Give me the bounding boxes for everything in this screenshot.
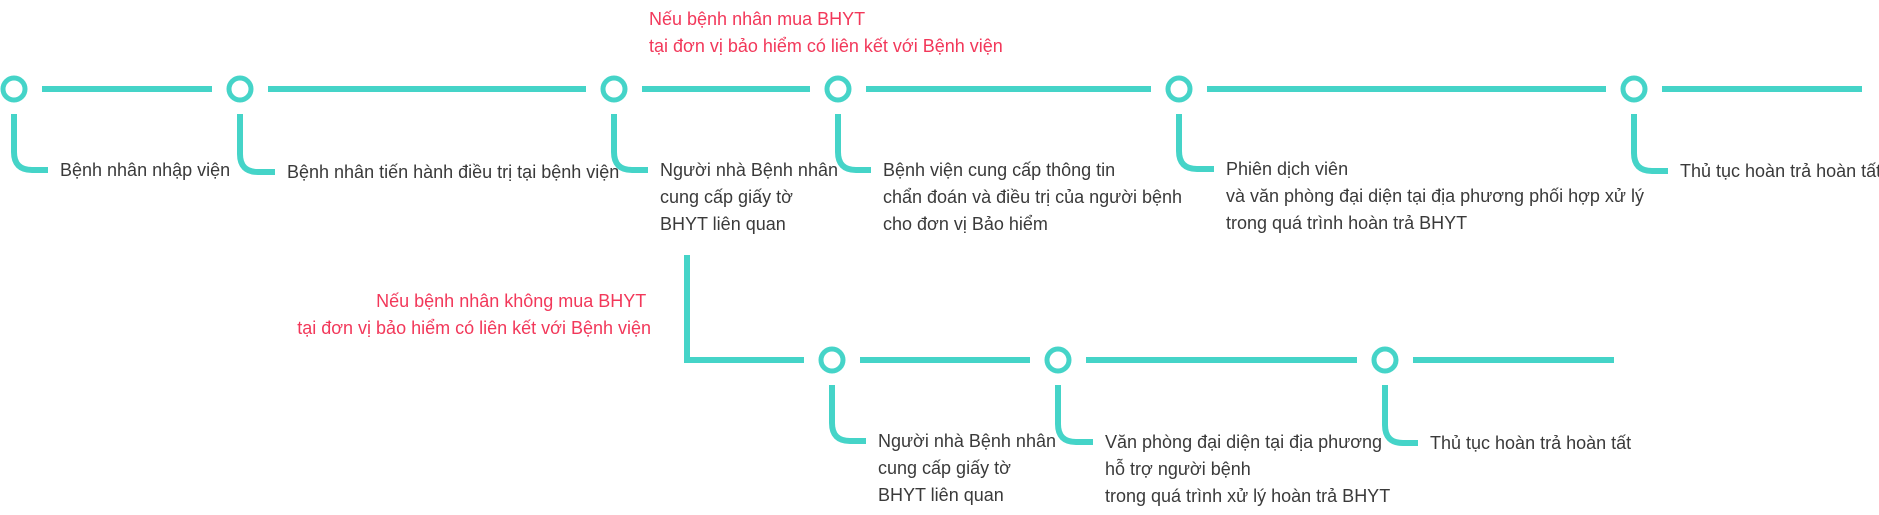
main-step-5-label-line: trong quá trình hoàn trả BHYT [1226,213,1467,233]
branch-step-3-hook [1382,385,1418,446]
branch-step-3-node [1371,346,1399,374]
main-step-3-label: Người nhà Bệnh nhân cung cấp giấy tờ BHYT … [660,160,838,234]
main-step-1-label: Bệnh nhân nhập viện [60,160,230,180]
main-step-1-node [0,75,28,103]
branch-step-2-hook [1055,385,1093,445]
branch-step-1-label: Người nhà Bệnh nhân cung cấp giấy tờ BHYT … [878,431,1056,505]
main-step-2-label-line: Bệnh nhân tiến hành điều trị tại bệnh vi… [287,162,619,182]
condition-bottom-line: Nếu bệnh nhân không mua BHYT [376,291,646,311]
branch-step-1-label-line: Người nhà Bệnh nhân [878,431,1056,451]
main-step-4-label: Bệnh viện cung cấp thông tin chẩn đoán và… [883,160,1182,234]
branch-step-1-label-line: BHYT liên quan [878,485,1004,505]
branch-step-2-label: Văn phòng đại diện tại địa phương hỗ trợ … [1105,432,1390,506]
main-step-2-hook [237,114,275,175]
main-step-5-node [1165,75,1193,103]
condition-top-label: Nếu bệnh nhân mua BHYT tại đơn vị bảo hi… [649,9,1003,56]
branch-step-2-label-line: Văn phòng đại diện tại địa phương [1105,432,1382,452]
condition-top-line: Nếu bệnh nhân mua BHYT [649,9,865,29]
condition-bottom-label: Nếu bệnh nhân không mua BHYT tại đơn vị … [297,291,651,338]
main-step-6-label-line: Thủ tục hoàn trả hoàn tất [1680,161,1879,181]
branch-connector [684,255,804,363]
step-nodes [0,75,1648,374]
branch-step-2-label-line: trong quá trình xử lý hoàn trả BHYT [1105,486,1390,506]
main-step-2-label: Bệnh nhân tiến hành điều trị tại bệnh vi… [287,162,619,182]
main-step-2-node [226,75,254,103]
main-step-3-hook [611,114,648,173]
branch-step-2-label-line: hỗ trợ người bệnh [1105,458,1251,479]
main-step-5-hook [1176,114,1214,172]
main-step-3-label-line: BHYT liên quan [660,214,786,234]
branch-step-3-label-line: Thủ tục hoàn trả hoàn tất [1430,433,1631,453]
main-step-3-label-line: cung cấp giấy tờ [660,187,793,207]
main-step-1-label-line: Bệnh nhân nhập viện [60,160,230,180]
branch-step-3-label: Thủ tục hoàn trả hoàn tất [1430,433,1631,453]
main-step-3-label-line: Người nhà Bệnh nhân [660,160,838,180]
main-step-4-label-line: cho đơn vị Bảo hiểm [883,214,1048,234]
branch-step-2-node [1044,346,1072,374]
main-step-6-label: Thủ tục hoàn trả hoàn tất [1680,161,1879,181]
branch-step-1-node [818,346,846,374]
condition-bottom-line: tại đơn vị bảo hiểm có liên kết với Bệnh… [297,318,651,338]
main-step-4-label-line: Bệnh viện cung cấp thông tin [883,160,1115,180]
main-step-6-hook [1631,114,1668,174]
main-step-4-hook [835,114,871,173]
main-step-5-label: Phiên dịch viên và văn phòng đại diện tại… [1226,159,1644,233]
condition-top-line: tại đơn vị bảo hiểm có liên kết với Bệnh… [649,36,1003,56]
main-step-4-label-line: chẩn đoán và điều trị của người bệnh [883,187,1182,207]
connector-lines [11,86,1862,446]
main-step-1-hook [11,114,48,173]
branch-step-1-hook [829,385,866,444]
main-step-3-node [600,75,628,103]
step-labels: Bệnh nhân nhập viện Bệnh nhân tiến hành đ… [60,159,1879,506]
main-step-6-node [1620,75,1648,103]
branch-step-1-label-line: cung cấp giấy tờ [878,458,1011,478]
main-step-4-node [824,75,852,103]
main-step-5-label-line: và văn phòng đại diện tại địa phương phố… [1226,186,1644,206]
main-step-5-label-line: Phiên dịch viên [1226,159,1348,179]
